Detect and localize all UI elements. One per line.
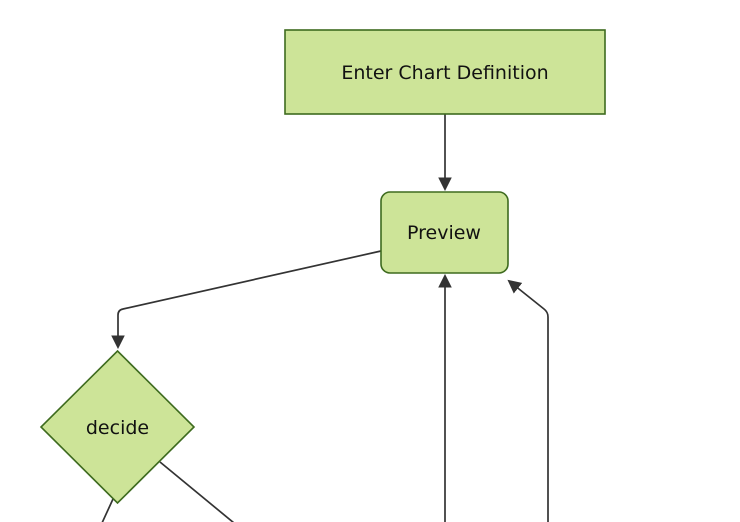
edge-decide-to-offscreen-right xyxy=(159,461,235,522)
node-enter-chart-definition-shape xyxy=(284,29,606,115)
node-enter-chart-definition: Enter Chart Definition xyxy=(284,29,606,115)
node-preview: Preview xyxy=(380,191,509,274)
node-decide: decide xyxy=(39,349,196,505)
node-preview-label: Preview xyxy=(407,222,481,244)
node-enter-chart-definition-label: Enter Chart Definition xyxy=(341,62,548,84)
node-layer: Enter Chart Definition Preview decide xyxy=(39,29,606,505)
node-decide-shape xyxy=(39,349,196,505)
edge-layer xyxy=(101,114,549,522)
edge-preview-to-decide xyxy=(111,250,382,350)
node-preview-shape xyxy=(380,191,509,274)
node-decide-label: decide xyxy=(86,417,149,439)
edge-decide-to-offscreen-left xyxy=(101,498,114,522)
edge-offscreen-to-preview-corner xyxy=(507,279,549,522)
